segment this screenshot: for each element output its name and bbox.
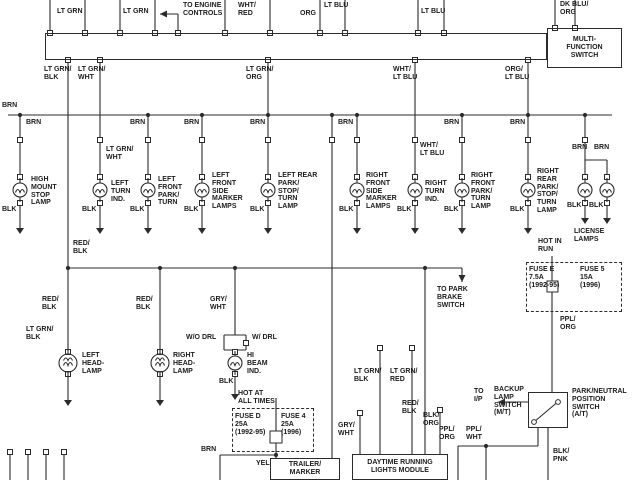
label-red-blk-2: RED/ BLK: [42, 296, 59, 311]
label-to-park-brake-switch: TO PARK BRAKE SWITCH: [437, 286, 468, 309]
label-lt-grn-2: LT GRN: [123, 8, 149, 15]
label-lt-grn-blk-2: LT GRN/ BLK: [26, 326, 54, 341]
label-blk-6: BLK: [339, 206, 354, 213]
label-right-headlamp: RIGHT HEAD- LAMP: [173, 352, 196, 375]
label-fuse-d: FUSE D 25A (1992-95): [235, 413, 266, 436]
label-blk-8: BLK: [444, 206, 459, 213]
multi-function-switch-label: MULTI- FUNCTION SWITCH: [566, 36, 603, 59]
label-lt-grn-blk-3: LT GRN/ BLK: [354, 368, 382, 383]
label-lt-grn-org: LT GRN/ ORG: [246, 66, 274, 81]
wiring-bus-box: [45, 33, 547, 60]
label-park-neutral-position-switch: PARK/NEUTRAL POSITION SWITCH (A/T): [572, 388, 627, 419]
label-blk-7: BLK: [397, 206, 412, 213]
label-brn-4: BRN: [250, 119, 266, 126]
trailer-marker-label: TRAILER/ MARKER: [288, 461, 322, 476]
label-w-drl: W/ DRL: [252, 334, 277, 341]
label-brn-8: BRN: [572, 144, 588, 151]
label-left-rear-park-stop-turn: LEFT REAR PARK/ STOP/ TURN LAMP: [278, 172, 318, 211]
label-brn-1: BRN: [26, 119, 42, 126]
label-hot-in-run: HOT IN RUN: [538, 238, 562, 253]
label-brn-3: BRN: [184, 119, 200, 126]
label-lt-grn-red: LT GRN/ RED: [390, 368, 418, 383]
label-blk-3: BLK: [130, 206, 145, 213]
label-to-engine-controls: TO ENGINE CONTROLS: [183, 2, 223, 17]
label-brn-left: BRN: [2, 102, 18, 109]
label-lt-grn-blk-1: LT GRN/ BLK: [44, 66, 72, 81]
label-dk-blu-org: DK BLU/ ORG: [560, 1, 589, 16]
label-brn-9: BRN: [594, 144, 610, 151]
label-lt-grn-1: LT GRN: [57, 8, 83, 15]
daytime-running-lights-module-label: DAYTIME RUNNING LIGHTS MODULE: [367, 459, 433, 474]
label-right-turn-ind: RIGHT TURN IND.: [425, 180, 447, 203]
label-fuse-e: FUSE E 7.5A (1992-95): [529, 266, 560, 289]
label-gry-wht-2: GRY/ WHT: [338, 422, 355, 437]
label-blk-4: BLK: [184, 206, 199, 213]
label-license-lamps: LICENSE LAMPS: [574, 228, 605, 243]
label-blk-1: BLK: [2, 206, 17, 213]
label-to-ip: TO I/P: [474, 388, 484, 403]
label-hi-beam-ind: HI BEAM IND.: [247, 352, 268, 375]
label-lt-grn-wht-2: LT GRN/ WHT: [106, 146, 134, 161]
label-brn-5: BRN: [338, 119, 354, 126]
label-lt-grn-wht-1: LT GRN/ WHT: [78, 66, 106, 81]
label-blk-2: BLK: [82, 206, 97, 213]
label-lt-blu-1: LT BLU: [324, 2, 349, 9]
label-fuse-5: FUSE 5 15A (1996): [580, 266, 605, 289]
label-brn-7: BRN: [510, 119, 526, 126]
label-yel: YEL: [256, 460, 270, 467]
label-blk-pnk: BLK/ PNK: [553, 448, 570, 463]
label-fuse-4: FUSE 4 25A (1996): [281, 413, 306, 436]
label-red-blk-4: RED/ BLK: [402, 400, 419, 415]
label-blk-org: BLK/ ORG: [423, 412, 440, 427]
label-ppl-org-2: PPL/ ORG: [439, 426, 455, 441]
label-hot-at-all-times: HOT AT ALL TIMES: [238, 390, 275, 405]
label-backup-lamp-switch: BACKUP LAMP SWITCH (M/T): [494, 386, 524, 417]
label-blk-12: BLK: [219, 378, 234, 385]
label-wht-lt-blu-2: WHT/ LT BLU: [420, 142, 445, 157]
label-high-mount-stop-lamp: HIGH MOUNT STOP LAMP: [31, 176, 57, 207]
label-left-front-side-marker: LEFT FRONT SIDE MARKER LAMPS: [212, 172, 243, 211]
label-blk-9: BLK: [510, 206, 525, 213]
label-right-rear-park-stop-turn: RIGHT REAR PARK/ STOP/ TURN LAMP: [537, 168, 559, 215]
fuse-panel-bottom-box: [232, 408, 314, 452]
label-blk-11: BLK: [589, 202, 604, 209]
label-left-front-park-turn: LEFT FRONT PARK/ TURN: [158, 176, 183, 207]
label-blk-10: BLK: [567, 202, 582, 209]
label-wht-lt-blu-1: WHT/ LT BLU: [393, 66, 418, 81]
label-left-turn-ind: LEFT TURN IND.: [111, 180, 131, 203]
label-right-front-side-marker: RIGHT FRONT SIDE MARKER LAMPS: [366, 172, 397, 211]
label-ppl-wht: PPL/ WHT: [466, 426, 482, 441]
label-wht-red: WHT/ RED: [238, 2, 256, 17]
label-brn-6: BRN: [444, 119, 460, 126]
label-blk-5: BLK: [250, 206, 265, 213]
backup-lamp-switch-box-box: [528, 392, 568, 428]
label-org-lt-blu: ORG/ LT BLU: [505, 66, 530, 81]
label-red-blk-3: RED/ BLK: [136, 296, 153, 311]
fuse-panel-right-box: [526, 262, 622, 312]
label-org: ORG: [300, 10, 316, 17]
label-gry-wht-1: GRY/ WHT: [210, 296, 227, 311]
label-ppl-org-1: PPL/ ORG: [560, 316, 576, 331]
label-left-headlamp: LEFT HEAD- LAMP: [82, 352, 105, 375]
label-right-front-park-turn: RIGHT FRONT PARK/ TURN LAMP: [471, 172, 496, 211]
label-brn-10: BRN: [201, 446, 217, 453]
label-lt-blu-2: LT BLU: [421, 8, 446, 15]
label-brn-2: BRN: [130, 119, 146, 126]
label-w-o-drl: W/O DRL: [186, 334, 217, 341]
multi-function-switch-box: MULTI- FUNCTION SWITCH: [547, 28, 622, 68]
label-red-blk-1: RED/ BLK: [73, 240, 90, 255]
